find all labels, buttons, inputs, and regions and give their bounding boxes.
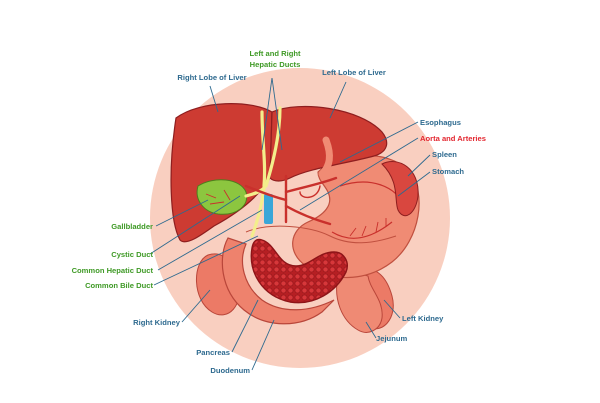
label-spleen: Spleen (432, 150, 457, 159)
aorta-and-arteries (244, 174, 338, 226)
label-common-bile-duct: Common Bile Duct (85, 281, 153, 290)
jejunum (336, 267, 383, 333)
label-aorta: Aorta and Arteries (420, 134, 486, 143)
label-hepatic-ducts-line1: Left and Right (249, 49, 301, 58)
label-right-lobe: Right Lobe of Liver (177, 73, 246, 82)
label-stomach: Stomach (432, 167, 464, 176)
label-common-hepatic-duct: Common Hepatic Duct (72, 266, 154, 275)
label-cystic-duct: Cystic Duct (111, 250, 153, 259)
leader-lines (149, 77, 431, 371)
esophagus (318, 136, 333, 178)
pancreas (250, 238, 348, 304)
label-jejunum: Jejunum (376, 334, 407, 343)
duodenum (221, 237, 335, 325)
label-esophagus: Esophagus (420, 118, 461, 127)
label-gallbladder: Gallbladder (111, 222, 153, 231)
label-duodenum: Duodenum (210, 366, 250, 375)
label-left-lobe: Left Lobe of Liver (322, 68, 386, 77)
gallbladder (196, 179, 248, 215)
label-right-kidney: Right Kidney (133, 318, 181, 327)
curvature-line (245, 225, 397, 244)
liver-right-lobe (170, 103, 273, 243)
label-hepatic-ducts-line2: Hepatic Ducts (250, 60, 301, 69)
vena-cava (264, 194, 273, 224)
label-left-kidney: Left Kidney (402, 314, 444, 323)
label-pancreas: Pancreas (196, 348, 230, 357)
